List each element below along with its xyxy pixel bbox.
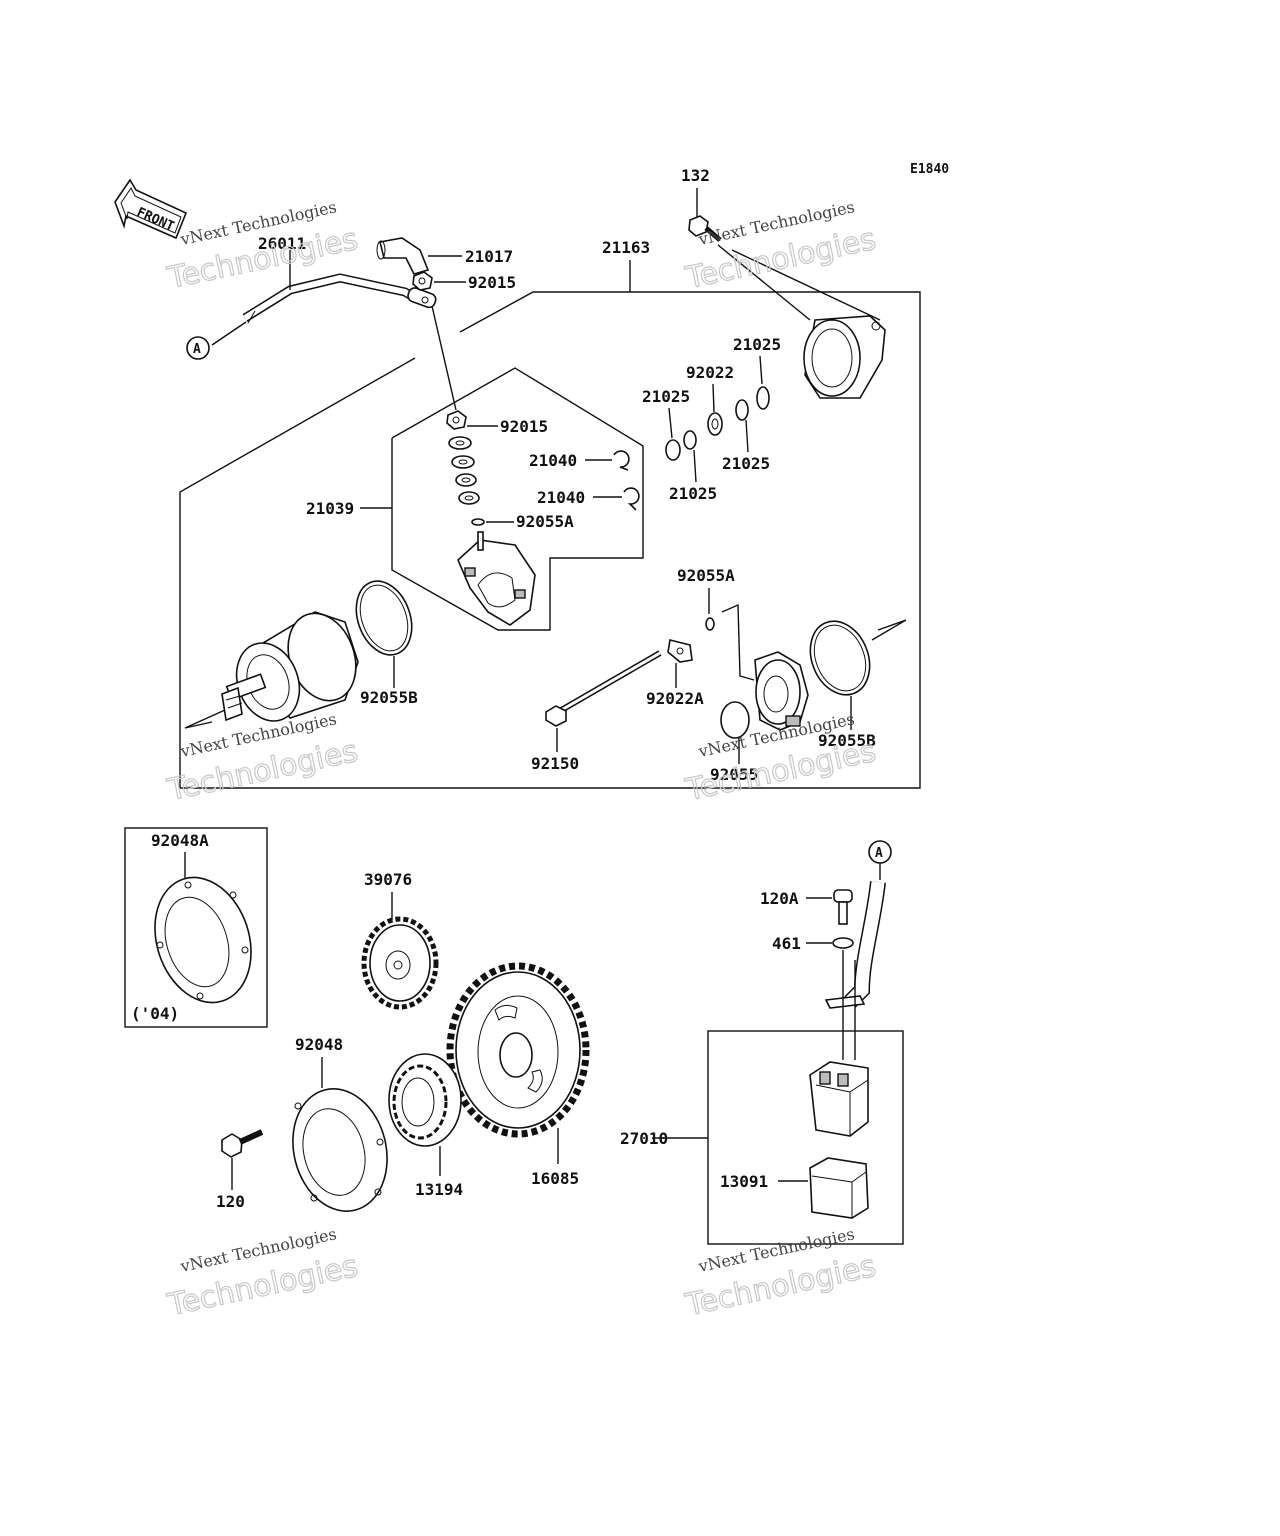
relay-cover-13091 [809,1157,869,1219]
label-120: 120 [216,1192,245,1211]
label-21025-c: 21025 [669,484,717,503]
starter-cable-26011 [242,273,437,324]
diagram-code: E1840 [910,162,949,177]
option-box-92048A [124,827,268,1028]
label-92048: 92048 [295,1035,343,1054]
label-21025-d: 21025 [722,454,770,473]
assembly-21163-frame [180,291,921,789]
terminal-cap-21017 [376,237,430,275]
label-92055B-b: 92055B [818,731,876,750]
washer-stack-4 [458,491,480,505]
washer-21025-c [683,430,697,450]
starter-motor-yoke [221,611,359,722]
label-39076: 39076 [364,870,412,889]
label-92048A: 92048A [151,831,209,850]
label-13194: 13194 [415,1180,463,1199]
label-21017: 21017 [465,247,513,266]
washer-stack-2 [451,455,475,469]
label-21039: 21039 [306,499,354,518]
washer-21025-b [665,439,681,461]
nut-92015-mid [446,410,467,430]
o-ring-92055B-b [809,620,871,696]
ref-marker-a-bottom: A [868,840,892,864]
year-note: ('04) [131,1004,179,1023]
label-92022A: 92022A [646,689,704,708]
label-92022: 92022 [686,363,734,382]
gear-housing-92048A [154,876,252,1004]
label-26011: 26011 [258,234,306,253]
washer-92022A [667,639,693,663]
brush-plate [457,531,536,626]
svg-text:A: A [875,846,883,861]
ref-marker-a-top: A [186,336,210,360]
front-cover [721,603,809,731]
label-92015-mid: 92015 [500,417,548,436]
label-461: 461 [772,934,801,953]
starter-clutch-gear-16085 [446,962,590,1138]
front-arrow-icon: FRONT [114,178,188,240]
watermark-6: vNext Technologies Technologies [682,1224,880,1324]
washer-21025-a [756,386,770,410]
svg-text:A: A [193,342,201,357]
label-92150: 92150 [531,754,579,773]
nut-92015-top [412,271,433,291]
watermark-2: vNext Technologies Technologies [682,197,880,297]
label-13091: 13091 [720,1172,768,1191]
o-ring-92055A-a [471,518,485,526]
bolt-132 [688,215,722,242]
brush-spring-21040-a [613,450,630,471]
label-21040-a: 21040 [529,451,577,470]
o-ring-92055B-a [355,580,413,656]
label-27010: 27010 [620,1129,668,1148]
label-92055: 92055 [710,765,758,784]
label-92055A-b: 92055A [677,566,735,585]
one-way-clutch-13194 [388,1053,462,1147]
cable-terminal [824,995,866,1009]
label-132: 132 [681,166,710,185]
o-ring-92055A-b [705,617,715,631]
label-92055A-a: 92055A [516,512,574,531]
through-bolt-92150 [545,650,662,727]
watermark-5: vNext Technologies Technologies [164,1224,362,1324]
label-21040-b: 21040 [537,488,585,507]
label-92055B-a: 92055B [360,688,418,707]
label-16085: 16085 [531,1169,579,1188]
bolt-120 [221,1129,264,1158]
watermark-3: vNext Technologies Technologies [164,709,362,809]
gear-housing-92048 [292,1088,388,1212]
washer-92022 [707,412,723,436]
brush-spring-21040-b [623,487,640,511]
relay-box-27010 [707,1030,904,1245]
label-21163: 21163 [602,238,650,257]
washer-21025-d [735,399,749,421]
bolt-120A [833,889,853,925]
o-ring-92055 [720,701,750,739]
washer-stack-3 [455,473,477,487]
label-92015-top: 92015 [468,273,516,292]
washer-461 [832,937,854,949]
label-120A: 120A [760,889,799,908]
brush-holder-group-frame [391,367,644,631]
washer-stack-1 [448,436,472,450]
rear-cover [803,315,886,399]
idle-gear-39076 [361,916,439,1010]
label-21025-b: 21025 [642,387,690,406]
label-21025-a: 21025 [733,335,781,354]
starter-relay [809,1061,869,1137]
